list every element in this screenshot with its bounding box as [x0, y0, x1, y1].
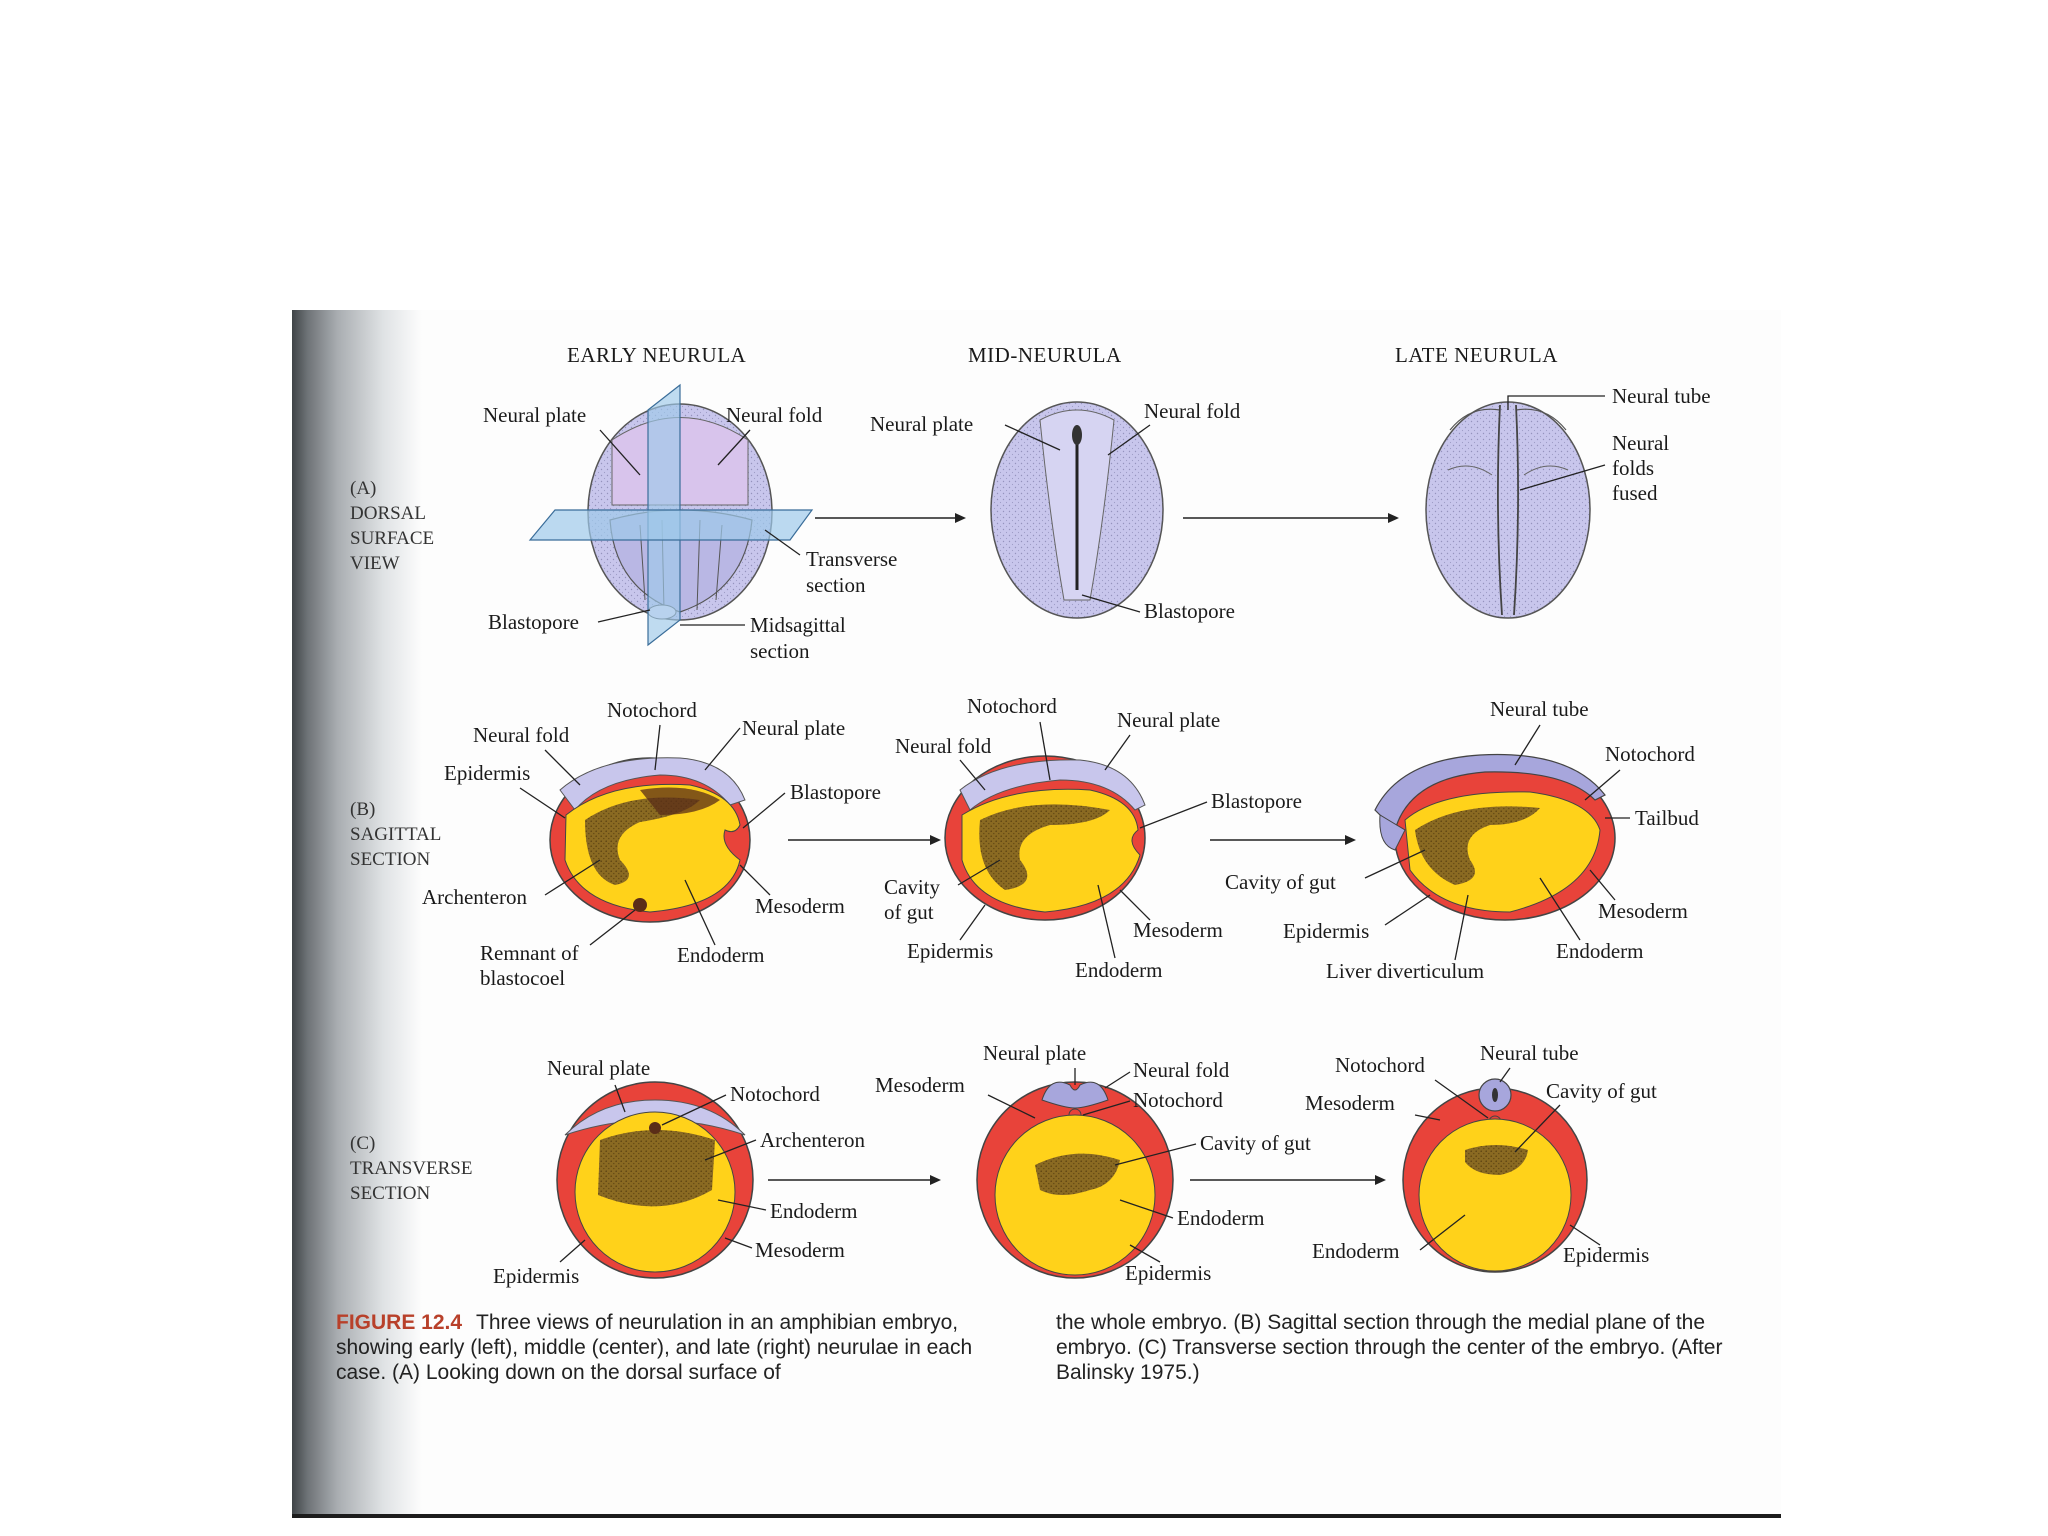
b-early-neural-fold-label: Neural fold — [473, 723, 570, 747]
b-late-endoderm-label: Endoderm — [1556, 939, 1643, 963]
b-early-remnant-label-2: blastocoel — [480, 966, 565, 990]
c-late-epidermis-label: Epidermis — [1563, 1243, 1649, 1267]
svg-text:(B): (B) — [350, 799, 375, 820]
b-mid-notochord-label: Notochord — [967, 694, 1057, 718]
a-transverse-label-1: Transverse — [806, 547, 897, 571]
c-mid-epidermis-label: Epidermis — [1125, 1261, 1211, 1285]
b-early-blastopore-label: Blastopore — [790, 780, 881, 804]
b-early-section — [550, 758, 750, 922]
b-late-notochord-label: Notochord — [1605, 742, 1695, 766]
b-late-epidermis-label: Epidermis — [1283, 919, 1369, 943]
a-late-embryo — [1426, 402, 1590, 618]
c-late-endoderm-label: Endoderm — [1312, 1239, 1399, 1263]
figure-number: FIGURE 12.4 — [336, 1311, 462, 1334]
c-late-cavity-label: Cavity of gut — [1546, 1079, 1657, 1103]
b-early-mesoderm-label: Mesoderm — [755, 894, 845, 918]
b-early-notochord-label: Notochord — [607, 698, 697, 722]
b-arrow-1 — [788, 835, 941, 845]
c-early-epidermis-label: Epidermis — [493, 1264, 579, 1288]
header-late-neurula: LATE NEURULA — [1395, 343, 1558, 367]
c-early-neural-plate-label: Neural plate — [547, 1056, 650, 1080]
b-early-remnant-label-1: Remnant of — [480, 941, 579, 965]
b-mid-neural-fold-label: Neural fold — [895, 734, 992, 758]
a-arrow-1 — [815, 513, 966, 523]
a-transverse-plane — [530, 510, 812, 540]
a-early-neural-plate-label: Neural plate — [483, 403, 586, 427]
svg-text:SECTION: SECTION — [350, 1183, 431, 1204]
a-mid-neural-fold-label: Neural fold — [1144, 399, 1241, 423]
c-late-mesoderm-label: Mesoderm — [1305, 1091, 1395, 1115]
b-early-archenteron-label: Archenteron — [422, 885, 527, 909]
a-mid-blastopore-label: Blastopore — [1144, 599, 1235, 623]
a-midsagittal-label-2: section — [750, 639, 810, 663]
c-early-section — [557, 1082, 753, 1278]
header-early-neurula: EARLY NEURULA — [567, 343, 747, 367]
b-late-mesoderm-label: Mesoderm — [1598, 899, 1688, 923]
b-late-liver-label: Liver diverticulum — [1326, 959, 1484, 983]
row-label-c: (C) TRANSVERSE SECTION — [350, 1133, 472, 1204]
svg-text:(C): (C) — [350, 1133, 375, 1154]
c-mid-neural-plate-label: Neural plate — [983, 1041, 1086, 1065]
a-arrow-2 — [1183, 513, 1399, 523]
a-midsagittal-label-1: Midsagittal — [750, 613, 846, 637]
svg-text:SECTION: SECTION — [350, 849, 431, 870]
b-late-tailbud-label: Tailbud — [1635, 806, 1699, 830]
b-late-section — [1375, 755, 1615, 921]
a-blastopore-label: Blastopore — [488, 610, 579, 634]
svg-text:DORSAL: DORSAL — [350, 503, 426, 524]
b-mid-cavity-label-1: Cavity — [884, 875, 940, 899]
c-early-mesoderm-label: Mesoderm — [755, 1238, 845, 1262]
svg-text:TRANSVERSE: TRANSVERSE — [350, 1158, 472, 1179]
b-mid-endoderm-label: Endoderm — [1075, 958, 1162, 982]
a-transverse-label-2: section — [806, 573, 866, 597]
a-late-fused-label-2: folds — [1612, 456, 1654, 480]
c-arrow-2 — [1190, 1175, 1386, 1185]
a-late-fused-label-1: Neural — [1612, 431, 1669, 455]
c-arrow-1 — [768, 1175, 941, 1185]
svg-text:SAGITTAL: SAGITTAL — [350, 824, 441, 845]
c-mid-mesoderm-label: Mesoderm — [875, 1073, 965, 1097]
svg-text:SURFACE: SURFACE — [350, 528, 434, 549]
a-early-neural-fold-label: Neural fold — [726, 403, 823, 427]
b-mid-mesoderm-label: Mesoderm — [1133, 918, 1223, 942]
c-late-neural-tube-label: Neural tube — [1480, 1041, 1579, 1065]
row-label-a: (A) DORSAL SURFACE VIEW — [350, 478, 434, 574]
c-early-archenteron-label: Archenteron — [760, 1128, 865, 1152]
b-early-neural-plate-label: Neural plate — [742, 716, 845, 740]
c-early-notochord-label: Notochord — [730, 1082, 820, 1106]
b-early-epidermis-label: Epidermis — [444, 761, 530, 785]
c-mid-cavity-label: Cavity of gut — [1200, 1131, 1311, 1155]
b-late-neural-tube-label: Neural tube — [1490, 697, 1589, 721]
c-late-section — [1403, 1079, 1587, 1272]
a-late-neural-tube-label: Neural tube — [1612, 384, 1711, 408]
c-early-endoderm-label: Endoderm — [770, 1199, 857, 1223]
b-mid-cavity-label-2: of gut — [884, 900, 934, 924]
c-mid-notochord-label: Notochord — [1133, 1088, 1223, 1112]
header-mid-neurula: MID-NEURULA — [968, 343, 1122, 367]
c-late-notochord-label: Notochord — [1335, 1053, 1425, 1077]
a-mid-neural-plate-label: Neural plate — [870, 412, 973, 436]
b-mid-neural-plate-label: Neural plate — [1117, 708, 1220, 732]
row-label-b: (B) SAGITTAL SECTION — [350, 799, 441, 870]
b-mid-epidermis-label: Epidermis — [907, 939, 993, 963]
svg-text:VIEW: VIEW — [350, 553, 400, 574]
b-late-cavity-label: Cavity of gut — [1225, 870, 1336, 894]
b-mid-section — [945, 756, 1145, 920]
b-mid-blastopore-label: Blastopore — [1211, 789, 1302, 813]
b-arrow-2 — [1210, 835, 1356, 845]
a-late-fused-label-3: fused — [1612, 481, 1658, 505]
b-early-endoderm-label: Endoderm — [677, 943, 764, 967]
c-mid-neural-fold-label: Neural fold — [1133, 1058, 1230, 1082]
svg-text:(A): (A) — [350, 478, 376, 499]
figure-caption-right: the whole embryo. (B) Sagittal section t… — [1056, 1310, 1756, 1385]
c-mid-endoderm-label: Endoderm — [1177, 1206, 1264, 1230]
